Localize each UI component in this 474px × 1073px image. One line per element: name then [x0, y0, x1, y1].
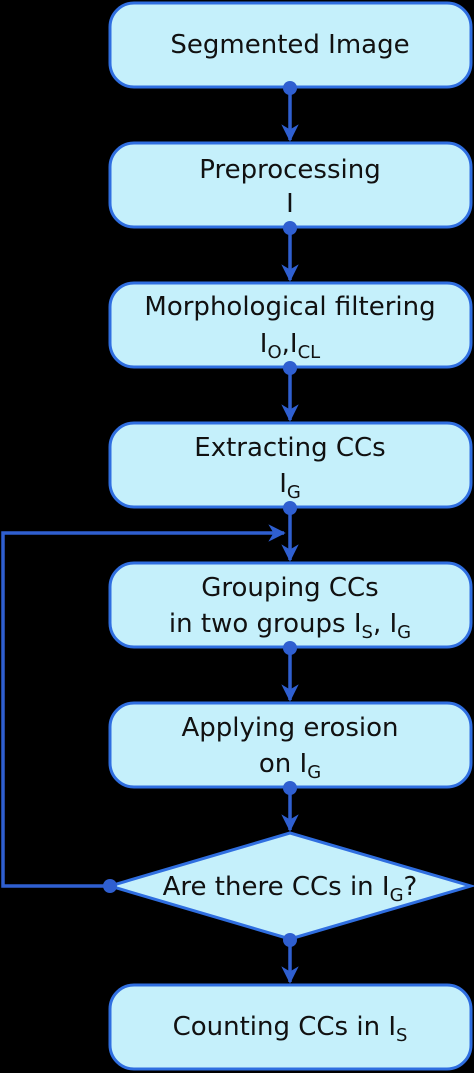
node-subscript: G: [307, 762, 321, 783]
edge-start-dot: [103, 879, 117, 893]
node-subscript: CL: [298, 342, 321, 363]
edge-start-dot: [283, 501, 297, 515]
node-sublabel-part: , I: [373, 609, 397, 639]
node-subscript: S: [362, 622, 373, 643]
node-label: Morphological filtering: [144, 292, 435, 322]
node-applying-erosion: Applying erosion on IG: [108, 701, 473, 789]
decision-label: Are there CCs in IG?: [163, 872, 418, 906]
edge-start-dot: [283, 781, 297, 795]
node-subscript: G: [287, 482, 301, 503]
node-decision: Are there CCs in IG?: [104, 831, 474, 941]
node-sublabel: in two groups IS, IG: [169, 609, 411, 643]
edges: [1, 81, 299, 984]
node-preprocessing: Preprocessing I: [108, 141, 473, 229]
decision-label-part: Are there CCs in I: [163, 872, 390, 902]
edge-start-dot: [283, 81, 297, 95]
node-sublabel-part: on I: [259, 749, 307, 779]
edge-decision-loop-to-grouping: [1, 524, 286, 888]
node-subscript: O: [267, 342, 281, 363]
decision-label-part: ?: [404, 872, 418, 902]
node-label: Preprocessing: [199, 155, 380, 185]
node-subscript: S: [396, 1025, 407, 1046]
node-sublabel-part: I: [290, 329, 298, 359]
node-counting-ccs: Counting CCs in IS: [108, 983, 473, 1071]
node-sublabel-part: in two groups I: [169, 609, 362, 639]
node-label: Extracting CCs: [194, 433, 385, 463]
node-label: Segmented Image: [170, 30, 409, 60]
node-label: Grouping CCs: [201, 573, 378, 603]
decision-subscript: G: [390, 885, 404, 906]
node-label: Counting CCs in IS: [173, 1012, 408, 1046]
node-segmented-image: Segmented Image: [108, 1, 473, 89]
node-grouping-ccs: Grouping CCs in two groups IS, IG: [108, 561, 473, 649]
node-label: Applying erosion: [181, 713, 398, 743]
node-sublabel-part: ,: [282, 329, 290, 359]
edge-start-dot: [283, 933, 297, 947]
edge-start-dot: [283, 361, 297, 375]
edge-start-dot: [283, 641, 297, 655]
node-extracting-ccs: Extracting CCs IG: [108, 421, 473, 509]
node-sublabel: IG: [279, 469, 301, 503]
node-morphological-filtering: Morphological filtering IO,ICL: [108, 281, 473, 369]
node-label-part: Counting CCs in I: [173, 1012, 396, 1042]
node-sublabel: I: [286, 189, 294, 219]
node-sublabel-part: I: [279, 469, 287, 499]
node-sublabel: IO,ICL: [260, 329, 320, 363]
node-sublabel: on IG: [259, 749, 321, 783]
node-sublabel-part: I: [260, 329, 268, 359]
node-subscript: G: [397, 622, 411, 643]
edge-start-dot: [283, 221, 297, 235]
